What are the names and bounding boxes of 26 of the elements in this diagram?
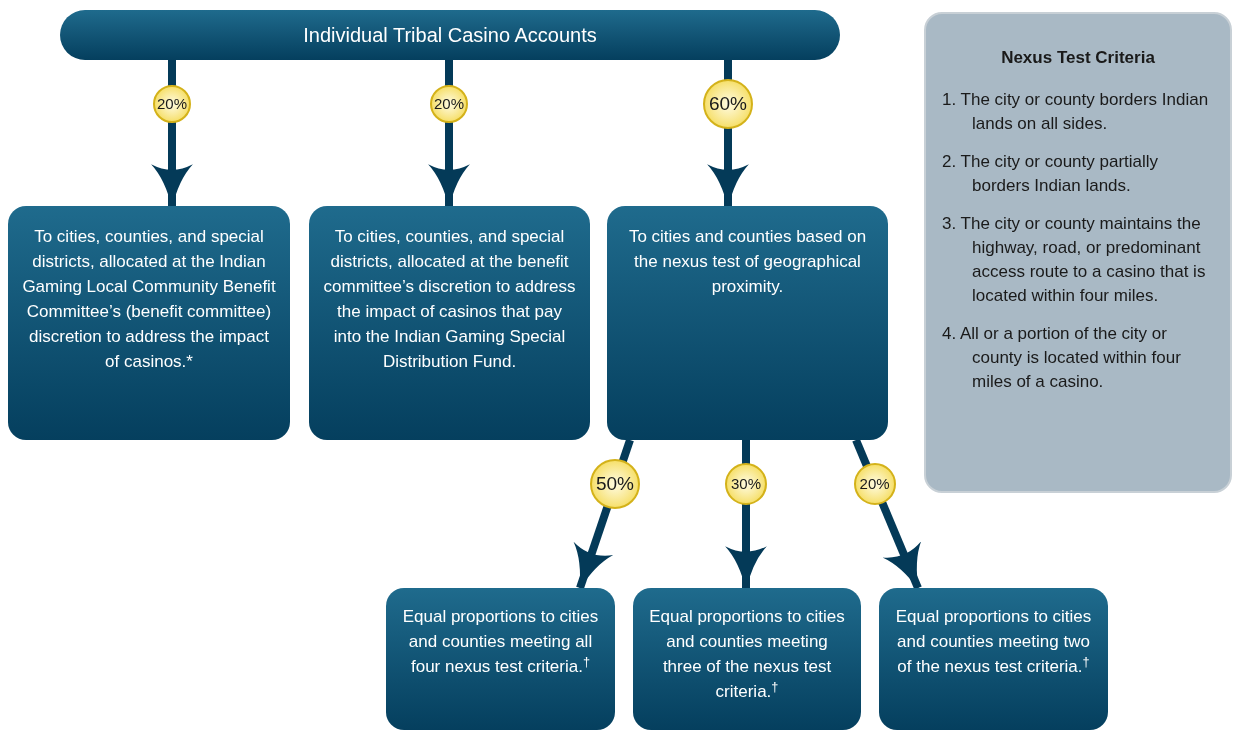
criteria-panel [924,12,1232,493]
box-text: To cities, counties, and special districts, allocated at the Indian Gaming Local Community Benefit Committee’s (benefit committee) discretion to address the impact of casinos.* [21,226,277,373]
percentage-badge: 50% [590,459,640,510]
box-text: Equal proportions to cities and counties meeting all four nexus test criteria.$^{†}$ [401,606,600,678]
process-box [386,588,615,730]
box-text: Equal proportions to cities and counties meeting two of the nexus test criteria.$^{†}$ [894,606,1093,678]
criteria-item: 4. All or a portion of the city or county is located within four miles of a casino. [942,323,1182,393]
box-text: Individual Tribal Casino Accounts [303,23,597,48]
process-box [607,206,888,440]
percentage-badge: 20% [153,84,191,123]
box-text: To cities and counties based on the nexus test of geographical proximity. [627,226,868,298]
percentage-badge: 60% [703,78,753,129]
percentage-badge: 30% [725,463,767,506]
process-box [879,588,1108,730]
box-text: To cities, counties, and special districts, allocated at the benefit committee’s discretion to address the impact of casinos that pay into the Indian Gaming Special Distribution Fund. [322,226,577,373]
percentage-badge: 20% [430,84,468,123]
criteria-item: 1. The city or county borders Indian lands on all sides. [942,89,1210,135]
process-box [60,10,840,60]
box-text: Equal proportions to cities and counties meeting three of the nexus test criteria.$^{†}$ [648,606,846,703]
criteria-item: 2. The city or county partially borders Indian lands. [942,151,1160,197]
percentage-badge: 20% [853,463,896,506]
process-box [633,588,861,730]
panel-heading: Nexus Test Criteria [1000,47,1156,69]
process-box [8,206,290,440]
process-box [309,206,590,440]
criteria-item: 3. The city or county maintains the highway, road, or predominant access route to a casino that is located within four miles. [942,213,1207,307]
